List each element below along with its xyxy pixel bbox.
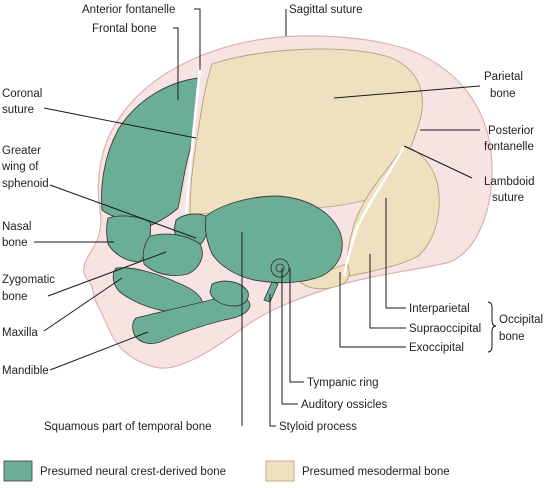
label-sagittal-suture: Sagittal suture	[289, 4, 363, 16]
label-interparietal: Interparietal	[409, 303, 470, 315]
label-greater-wing-3: sphenoid	[2, 178, 49, 190]
leader-coronal-suture	[43, 107, 197, 139]
label-exoccipital: Exoccipital	[409, 342, 464, 354]
label-supraoccipital: Supraoccipital	[409, 323, 481, 335]
leader-parietal-bone	[333, 85, 481, 99]
occipital-bracket	[487, 301, 497, 353]
label-nasal-bone-1: Nasal	[2, 221, 31, 233]
tympanic-ring	[270, 258, 290, 278]
label-parietal-bone-2: bone	[490, 88, 516, 100]
leader-tympanic-ring	[289, 268, 304, 383]
squamous-temporal	[204, 195, 343, 284]
label-tympanic-ring: Tympanic ring	[307, 377, 379, 389]
legend-label-neural-crest: Presumed neural crest-derived bone	[40, 466, 226, 478]
label-posterior-fontanelle-1: Posterior	[488, 125, 534, 137]
label-squamous-temporal: Squamous part of temporal bone	[44, 421, 212, 433]
auditory-ossicles	[275, 263, 285, 273]
label-lambdoid-suture-1: Lambdoid	[484, 176, 535, 188]
label-frontal-bone: Frontal bone	[92, 23, 157, 35]
legend-swatch-neural-crest	[3, 460, 33, 482]
leader-exoccipital	[339, 272, 406, 348]
leader-styloid-process	[269, 294, 276, 427]
label-zygomatic-bone-1: Zygomatic	[2, 274, 55, 286]
coronal-suture-line	[184, 65, 202, 215]
label-posterior-fontanelle-2: fontanelle	[484, 141, 534, 153]
label-coronal-suture-2: suture	[2, 104, 34, 116]
lambdoid-suture-line	[342, 145, 406, 277]
label-occipital-bone-1: Occipital	[499, 314, 543, 326]
label-occipital-bone-2: bone	[499, 331, 525, 343]
legend-label-mesodermal: Presumed mesodermal bone	[302, 466, 450, 478]
mandible-ramus	[209, 280, 249, 307]
label-maxilla: Maxilla	[2, 327, 38, 339]
label-styloid-process: Styloid process	[279, 421, 357, 433]
leader-auditory-ossicles	[281, 268, 298, 405]
leader-supraoccipital	[369, 254, 406, 329]
label-greater-wing-2: wing of	[1, 161, 39, 173]
leader-interparietal	[385, 198, 406, 309]
leader-greater-wing	[49, 184, 197, 239]
label-parietal-bone-1: Parietal	[484, 71, 523, 83]
label-coronal-suture-1: Coronal	[2, 88, 42, 100]
leader-mandible	[49, 331, 149, 371]
leader-zygomatic-bone	[47, 251, 167, 297]
label-greater-wing-1: Greater	[2, 145, 41, 157]
legend: Presumed neural crest-derived bone Presu…	[3, 460, 450, 482]
leader-frontal-bone	[173, 27, 179, 100]
label-mandible: Mandible	[2, 365, 49, 377]
label-zygomatic-bone-2: bone	[2, 291, 28, 303]
label-lambdoid-suture-2: suture	[492, 192, 524, 204]
leader-lambdoid-suture	[403, 145, 473, 179]
zygomatic-bone	[142, 233, 203, 276]
label-auditory-ossicles: Auditory ossicles	[301, 399, 388, 411]
occipital-region	[347, 145, 440, 277]
leader-anterior-fontanelle	[194, 8, 201, 70]
label-nasal-bone-2: bone	[2, 237, 28, 249]
leader-maxilla	[43, 277, 123, 332]
legend-swatch-mesodermal	[265, 460, 295, 482]
label-anterior-fontanelle: Anterior fontanelle	[82, 4, 175, 16]
